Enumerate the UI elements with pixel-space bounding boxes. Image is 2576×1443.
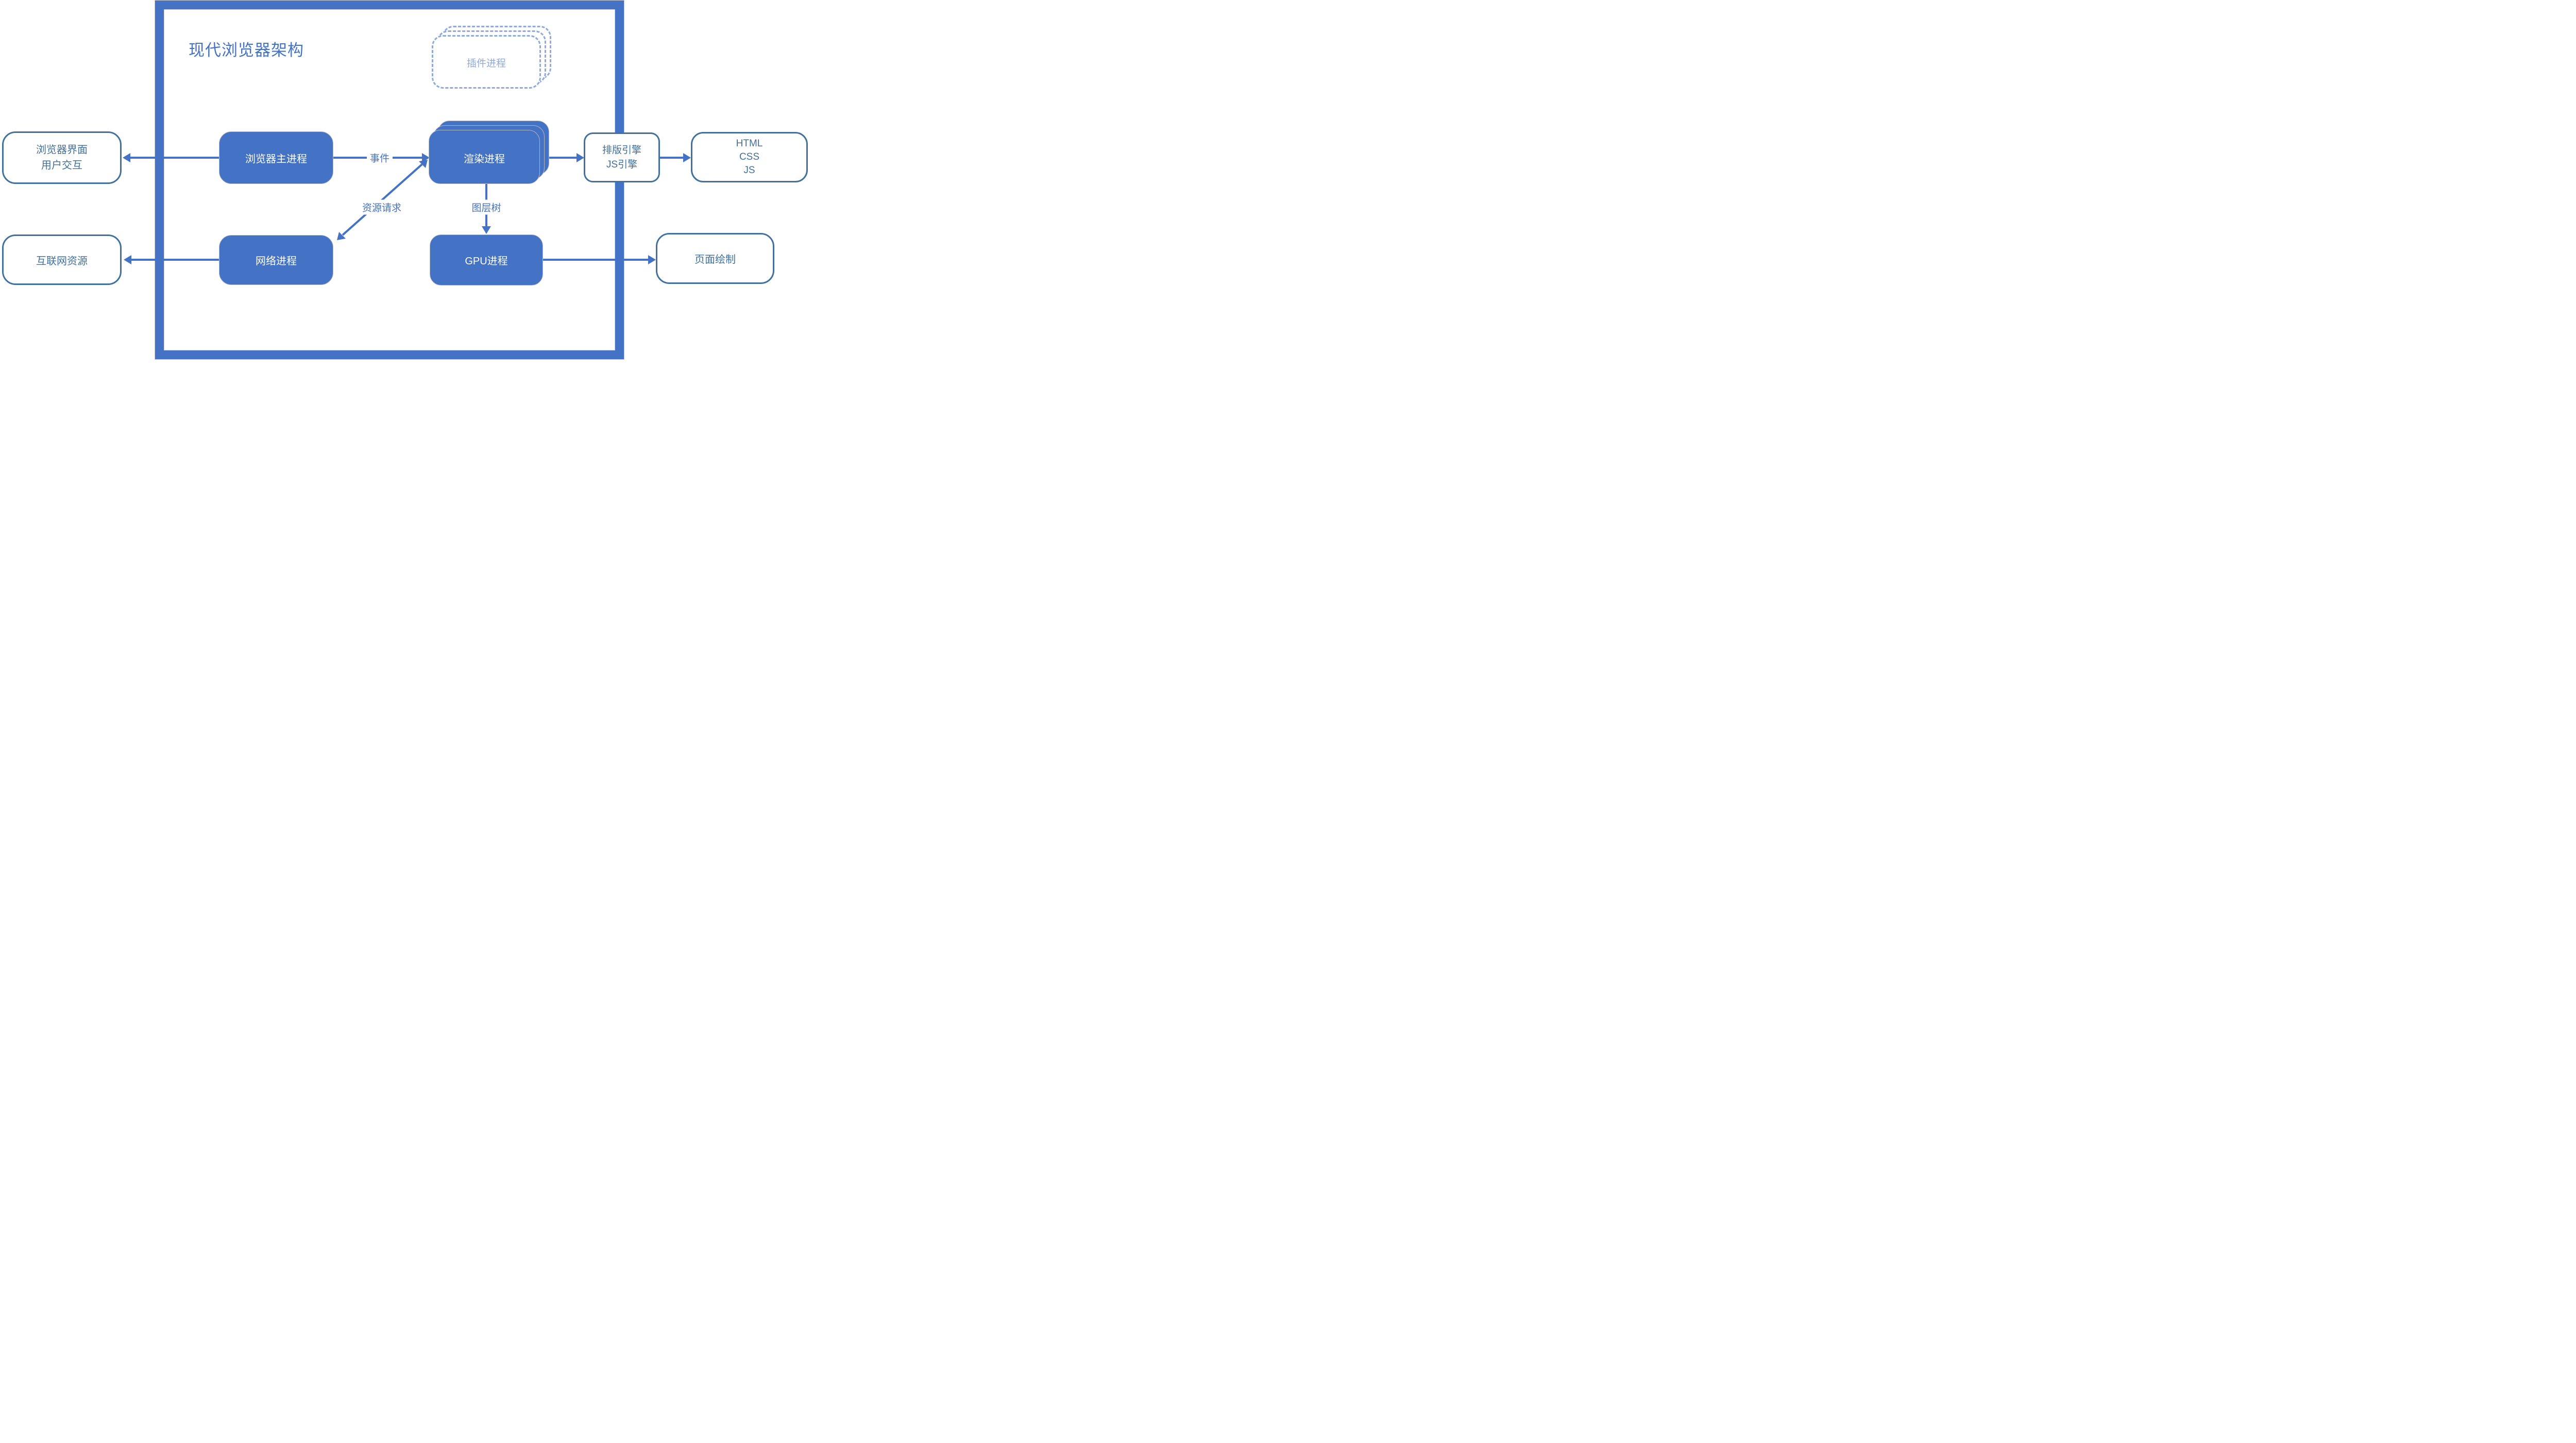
network-process-box: 网络进程 xyxy=(219,235,333,285)
render-process-label: 渲染进程 xyxy=(464,154,505,165)
browser-main-process-box: 浏览器主进程 xyxy=(219,131,333,184)
edge-label-layer-tree: 图层树 xyxy=(468,199,504,215)
page-paint-label: 页面绘制 xyxy=(694,254,736,265)
browser-ui-line1: 浏览器界面 xyxy=(36,144,88,156)
arrow-render-to-layout-engine xyxy=(549,153,584,162)
browser-main-process-label: 浏览器主进程 xyxy=(245,153,307,165)
gpu-process-box: GPU进程 xyxy=(430,234,543,286)
connector-arrows xyxy=(123,153,691,264)
nodes-layer: 插件进程 浏览器主进程 渲染进程 网络进程 GPU进程 浏览器界面 用户交互 互… xyxy=(0,0,816,361)
edge-label-resource-request: 资源请求 xyxy=(359,199,405,215)
web-content-box: HTML CSS JS xyxy=(691,132,808,182)
browser-ui-box: 浏览器界面 用户交互 xyxy=(2,131,122,184)
arrow-main-to-browser-ui xyxy=(123,153,219,162)
internet-resources-label: 互联网资源 xyxy=(36,255,88,267)
browser-architecture-diagram: 现代浏览器架构 xyxy=(0,0,816,361)
browser-ui-line2: 用户交互 xyxy=(41,160,82,171)
arrow-network-to-internet xyxy=(124,255,219,264)
arrow-layout-engine-to-web-content xyxy=(658,153,691,162)
layout-engine-box: 排版引擎 JS引擎 xyxy=(584,132,660,182)
layout-engine-line1: 排版引擎 xyxy=(602,144,641,156)
render-process-layer-1 xyxy=(429,130,540,184)
edge-label-event: 事件 xyxy=(366,150,393,165)
plugin-process-layer-1 xyxy=(432,35,541,89)
network-process-label: 网络进程 xyxy=(256,256,297,267)
plugin-process-label: 插件进程 xyxy=(466,58,506,69)
web-content-line3: JS xyxy=(743,165,755,176)
architecture-container-frame xyxy=(155,1,624,359)
diagram-title: 现代浏览器架构 xyxy=(189,41,304,59)
gpu-process-label: GPU进程 xyxy=(465,256,508,267)
page-paint-box: 页面绘制 xyxy=(656,233,774,284)
web-content-line2: CSS xyxy=(739,152,760,162)
internet-resources-box: 互联网资源 xyxy=(2,234,122,285)
layout-engine-line2: JS引擎 xyxy=(606,159,638,170)
arrow-gpu-to-page-paint xyxy=(543,255,656,264)
web-content-line1: HTML xyxy=(736,138,763,149)
